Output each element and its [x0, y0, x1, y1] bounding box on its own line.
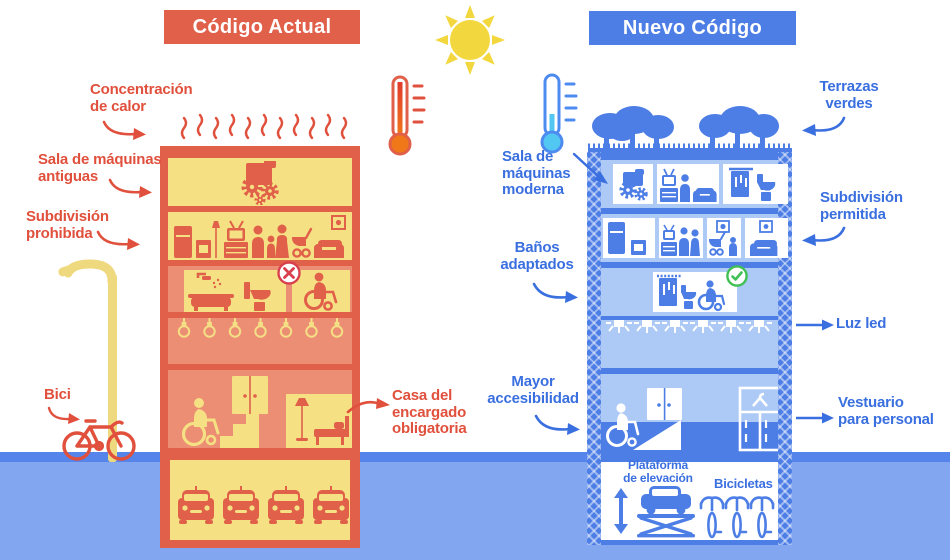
- left-title-banner: Código Actual: [164, 10, 360, 44]
- thermometer-cold-icon: [540, 73, 578, 154]
- arrow-accessibility: [534, 414, 580, 435]
- right-title-banner: Nuevo Código: [589, 11, 796, 45]
- new-family-floor: [601, 214, 788, 262]
- ground-soil: [0, 462, 950, 560]
- label-heat-concentration: Concentración de calor: [90, 81, 193, 115]
- arrow-led: [796, 319, 834, 331]
- prohibited-icon: [277, 261, 301, 285]
- new-adapted-bathroom-floor: [601, 265, 778, 316]
- new-led-floor: [601, 320, 778, 368]
- new-building: [587, 152, 792, 545]
- new-living-room: [657, 164, 719, 204]
- new-building-right-column: [778, 152, 792, 545]
- arrow-machines-old: [108, 178, 152, 198]
- arrow-bathrooms: [532, 282, 578, 303]
- label-subdivision-prohibited: Subdivisión prohibida: [26, 208, 109, 242]
- left-title: Código Actual: [192, 16, 332, 38]
- frame-sofa-icons: [750, 220, 778, 256]
- new-building-left-column: [587, 152, 601, 545]
- right-title: Nuevo Código: [622, 17, 763, 39]
- old-machinery-icon: [241, 161, 279, 205]
- bathtub-shower-toilet-icon: [188, 272, 271, 311]
- lift-updown-arrow-icon: [614, 488, 628, 534]
- label-new-machine-room: Sala de máquinas moderna: [502, 148, 571, 198]
- tv-people-icons: [661, 224, 700, 256]
- new-machine-room: [613, 164, 653, 204]
- heat-waves-icon: [180, 113, 348, 140]
- label-accessibility: Mayor accesibilidad: [487, 373, 579, 407]
- old-bulbs-floor: [168, 318, 352, 364]
- fridge-stove-icons: [608, 222, 646, 255]
- led-lights-icons: [606, 320, 772, 333]
- hanging-bulbs-icons: [177, 318, 344, 338]
- old-bathroom: [184, 270, 286, 312]
- label-old-machine-room: Sala de máquinas antiguas: [38, 151, 162, 185]
- car-lift-icon: [637, 486, 695, 538]
- new-tv-room: [659, 218, 703, 258]
- garage-cars-icons: [178, 486, 349, 524]
- label-bicycles: Bicicletas: [714, 476, 773, 491]
- label-staff-changing-room: Vestuario para personal: [838, 394, 934, 428]
- new-kids-room: [707, 218, 741, 258]
- label-green-terraces: Terrazas verdes: [819, 78, 879, 112]
- thermometer-hot-icon: [388, 75, 426, 156]
- new-ground-floor: [601, 374, 778, 452]
- adapted-bathroom: [653, 272, 737, 312]
- old-family-floor: [168, 212, 352, 260]
- new-lounge-room: [745, 218, 788, 258]
- new-top-floor: [601, 160, 788, 208]
- wheelchair-user-icon: [304, 272, 338, 311]
- streetlamp-icon: [58, 259, 117, 462]
- arrow-caretaker: [346, 398, 390, 414]
- new-basement: [601, 462, 778, 540]
- old-bathroom-floor: [168, 261, 352, 312]
- arrow-terraces: [802, 116, 846, 136]
- new-ground-floor-icons: [606, 386, 778, 452]
- arrow-machines-new: [572, 152, 608, 184]
- label-lift-platform: Plataforma de elevación: [623, 458, 693, 486]
- new-machinery-icon: [619, 169, 648, 201]
- sun-icon: [435, 5, 505, 75]
- sidewalk-strip: [0, 452, 950, 462]
- adapted-bathroom-icons: [657, 274, 726, 312]
- old-garage: [170, 460, 350, 540]
- bike-rack-icons: [699, 496, 775, 539]
- arrow-heat-to-building: [102, 120, 146, 140]
- old-ground-floor: [168, 370, 352, 448]
- shower-toilet-icons: [729, 167, 776, 201]
- new-floor-slab: [601, 422, 778, 452]
- new-top-bathroom: [723, 164, 788, 204]
- arrow-subdivision-old: [96, 230, 140, 250]
- old-machine-room: [168, 158, 352, 206]
- label-bike: Bici: [44, 386, 71, 403]
- label-subdivision-allowed: Subdivisión permitida: [820, 189, 903, 223]
- label-caretaker-home: Casa del encargado obligatoria: [392, 387, 467, 437]
- approved-check-icon: [726, 265, 748, 287]
- old-ground-floor-icons: [181, 376, 352, 448]
- arrow-bike: [47, 406, 80, 424]
- old-family-floor-icons: [174, 215, 346, 258]
- label-adapted-bathrooms: Baños adaptados: [500, 239, 574, 273]
- tv-person-sofa-icons: [660, 168, 717, 202]
- arrow-staff-room: [796, 412, 834, 424]
- green-terrace-trees-icon: [588, 106, 792, 154]
- stroller-child-icons: [709, 220, 737, 256]
- old-wheelchair-room: [292, 270, 350, 312]
- bicycle-icon: [62, 419, 136, 461]
- label-led-light: Luz led: [836, 315, 887, 332]
- new-kitchen-room: [603, 218, 655, 258]
- old-building: [160, 146, 360, 548]
- arrow-subdivision-new: [802, 226, 846, 246]
